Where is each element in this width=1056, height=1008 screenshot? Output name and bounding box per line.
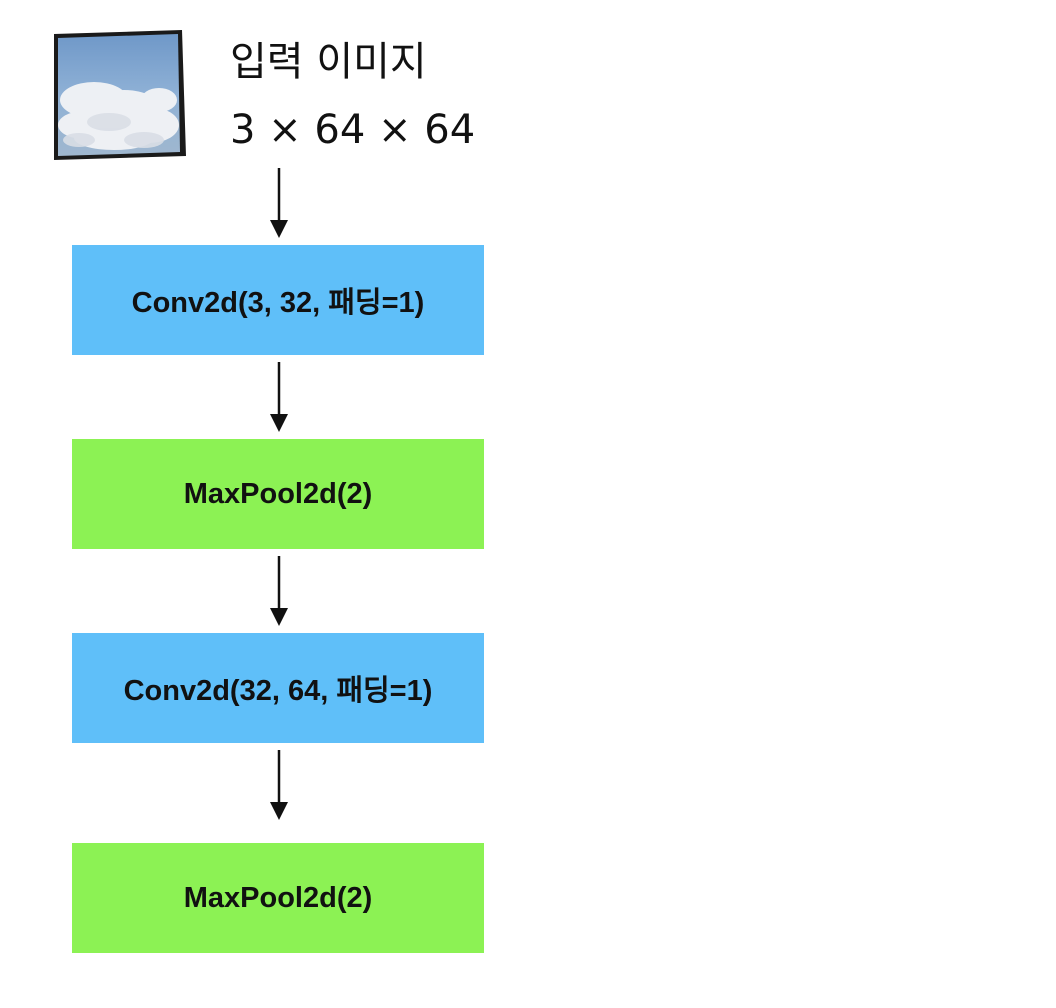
conv2d-layer-1: Conv2d(3, 32, 패딩=1) xyxy=(72,245,484,355)
arrow-down-icon xyxy=(266,556,292,628)
input-image-shape: 3 × 64 × 64 xyxy=(230,107,476,153)
layer-label: Conv2d(3, 32, 패딩=1) xyxy=(131,287,425,319)
sky-clouds-image xyxy=(54,30,186,160)
arrow-down-icon xyxy=(266,362,292,434)
arrow-down-icon xyxy=(266,168,292,240)
conv2d-layer-2: Conv2d(32, 64, 패딩=1) xyxy=(72,633,484,743)
input-image-title: 입력 이미지 xyxy=(230,39,427,85)
layer-label: MaxPool2d(2) xyxy=(183,881,373,914)
layer-label: Conv2d(32, 64, 패딩=1) xyxy=(123,675,433,707)
maxpool2d-layer-1: MaxPool2d(2) xyxy=(72,439,484,549)
maxpool2d-layer-2: MaxPool2d(2) xyxy=(72,843,484,953)
layer-label: MaxPool2d(2) xyxy=(183,477,373,510)
arrow-down-icon xyxy=(266,750,292,822)
input-image-thumbnail xyxy=(54,30,186,160)
